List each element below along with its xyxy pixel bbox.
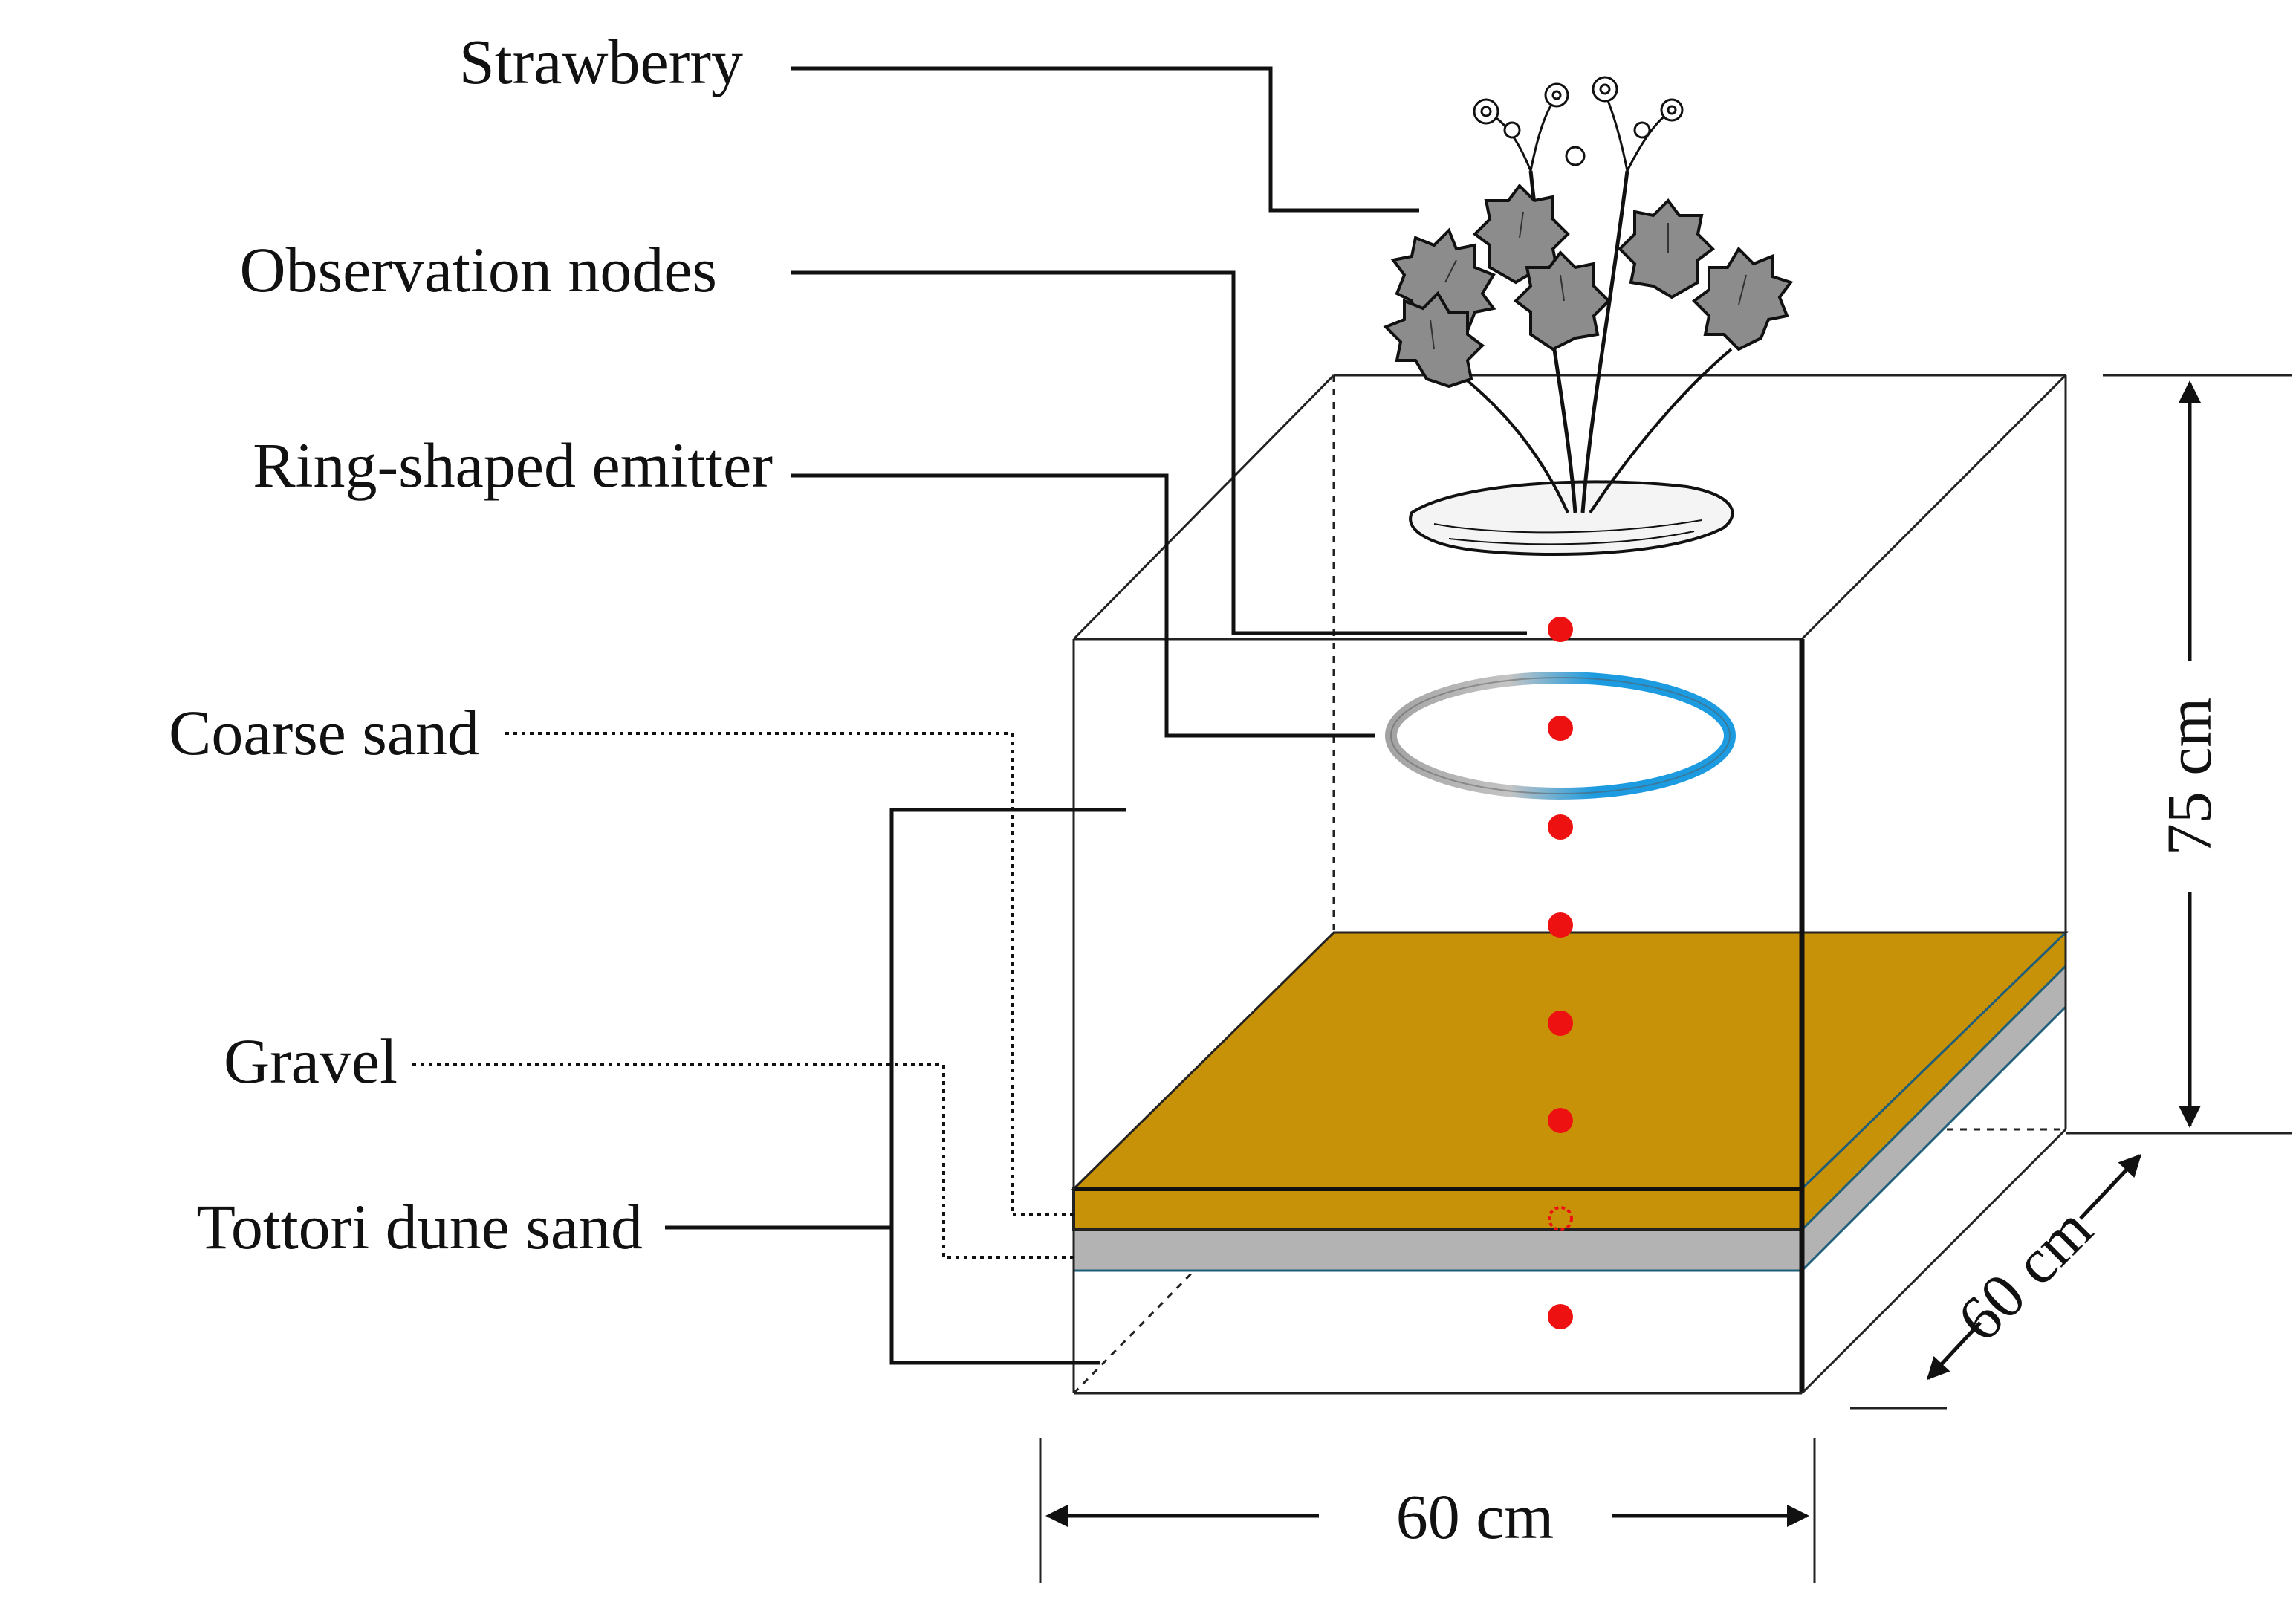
dimension-height: 75 cm	[2066, 374, 2292, 1135]
box-outline	[1072, 374, 2067, 1395]
coarse-sand-leader	[505, 732, 1074, 1216]
top-left-diagonal	[1072, 374, 1335, 641]
observation-node	[1548, 716, 1573, 741]
bottom-right-diagonal	[1800, 1128, 2067, 1395]
label-coarse-sand: Coarse sand	[169, 697, 479, 768]
width-label: 60 cm	[1396, 1481, 1554, 1552]
leaf-icon	[1383, 183, 1794, 389]
height-label: 75 cm	[2153, 698, 2225, 856]
coarse-sand-front	[1072, 1187, 1803, 1231]
observation-node	[1548, 1011, 1573, 1036]
observation-nodes	[1548, 617, 1573, 1329]
leader-lines	[412, 66, 1527, 1365]
observation-node-hollow	[1548, 1206, 1573, 1231]
ring-shaped-emitter	[1385, 672, 1736, 800]
top-right-diagonal	[1800, 374, 2067, 641]
observation-node	[1548, 617, 1573, 642]
observation-node	[1548, 1108, 1573, 1133]
strawberry-plant-icon	[1383, 76, 1794, 557]
strawberry-leader	[791, 66, 1419, 213]
label-ring-shaped-emitter: Ring-shaped emitter	[253, 429, 773, 501]
emitter-leader	[791, 473, 1375, 738]
label-gravel: Gravel	[224, 1025, 398, 1097]
nodes-leader	[791, 270, 1527, 635]
labels: Strawberry Observation nodes Ring-shaped…	[169, 26, 773, 1262]
observation-node	[1548, 814, 1573, 840]
soil-layers	[1071, 930, 2069, 1274]
label-strawberry: Strawberry	[459, 26, 743, 97]
gravel-front	[1072, 1228, 1803, 1272]
observation-node	[1548, 912, 1573, 938]
dune-sand-bracket	[889, 808, 1126, 1365]
back-left-bottom-diagonal	[1072, 1265, 1199, 1395]
label-tottori-dune-sand: Tottori dune sand	[196, 1191, 643, 1262]
label-observation-nodes: Observation nodes	[240, 234, 717, 305]
flower-icon	[1473, 76, 1684, 166]
observation-node	[1548, 1304, 1573, 1329]
dimension-depth: 60 cm	[1850, 1153, 2142, 1410]
dimension-width: 60 cm	[1039, 1438, 1816, 1583]
